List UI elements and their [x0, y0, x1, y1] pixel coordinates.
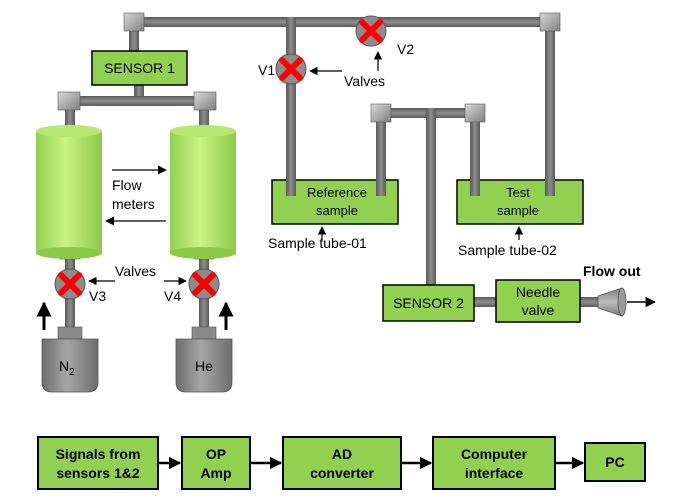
reference-sample: Reference sample Sample tube-01 — [268, 178, 399, 251]
tank-he: He — [175, 326, 233, 393]
pipe-nozzle — [580, 297, 600, 307]
sensor-1: SENSOR 1 — [91, 50, 188, 86]
sample-tube-02-label: Sample tube-02 — [458, 242, 557, 258]
pipe-cyl1-top — [65, 96, 75, 133]
signal-box-ci-line1: Computer — [461, 446, 528, 462]
signal-box-signals — [37, 436, 159, 490]
signal-box-pc-label: PC — [605, 454, 624, 470]
pipe-sensor2 — [426, 108, 436, 286]
sensor-1-box — [91, 50, 188, 86]
valve-v3-label: V3 — [89, 288, 106, 304]
reference-sample-line1: Reference — [307, 185, 367, 200]
pipe-needle — [472, 297, 497, 307]
flow-meter-right — [170, 125, 236, 259]
test-sample-line2: sample — [497, 203, 539, 218]
pipe-cyl2-top — [199, 96, 209, 133]
signal-box-computer-interface — [432, 436, 556, 490]
valves-annotation-bottom: Valves — [88, 263, 187, 286]
pipe-joints — [57, 12, 561, 260]
joint — [193, 91, 217, 111]
reference-sample-line2: sample — [316, 203, 358, 218]
valve-closed-icon — [58, 272, 82, 296]
pipe-sensor1-up — [129, 17, 139, 51]
valve-v4: V4 — [164, 268, 220, 304]
valves-label-top: Valves — [344, 73, 385, 89]
valve-v3: V3 — [54, 268, 106, 304]
tank-he-label: He — [195, 358, 213, 374]
joint — [464, 103, 486, 123]
flow-meters-annotation: Flow meters — [105, 165, 167, 226]
joint — [123, 12, 145, 32]
pipe-left-manifold — [62, 96, 210, 106]
tank-n2-label: N2 — [59, 358, 75, 378]
pipe-test-up — [470, 108, 480, 195]
signal-box-ad-line1: AD — [332, 446, 352, 462]
signal-box-pc — [584, 442, 646, 482]
valve-closed-icon — [359, 19, 383, 43]
sensor-2-label: SENSOR 2 — [393, 295, 464, 311]
valves-label-bottom: Valves — [115, 263, 156, 279]
valves-annotation-top: Valves — [309, 51, 385, 89]
pipe-top — [130, 17, 553, 27]
needle-valve-box — [495, 279, 581, 323]
pipe-sensor1-down — [134, 85, 144, 100]
flow-meter-left — [36, 125, 102, 259]
signal-box-ad-line2: converter — [310, 465, 374, 481]
valve-closed-icon — [192, 272, 216, 296]
signal-box-signals-line1: Signals from — [56, 446, 141, 462]
pipe-ref-up — [376, 108, 386, 195]
valve-v2: V2 — [355, 15, 414, 57]
signal-box-signals-line2: sensors 1&2 — [56, 465, 139, 481]
pipe-v1 — [286, 17, 296, 195]
sensor-2-box — [382, 284, 475, 322]
flow-out-label: Flow out — [583, 263, 641, 279]
signal-box-op-amp-line2: Amp — [200, 465, 231, 481]
sensor-1-label: SENSOR 1 — [104, 60, 175, 76]
sensor-2: SENSOR 2 — [382, 284, 475, 322]
pipe-right — [545, 17, 555, 195]
signal-box-op-amp — [181, 436, 251, 490]
signal-box-op-amp-line1: OP — [206, 446, 226, 462]
joint — [57, 91, 81, 111]
signal-box-ad-converter — [282, 436, 402, 490]
tank-n2: N2 — [41, 326, 99, 393]
joint — [370, 103, 392, 123]
joint — [539, 12, 561, 32]
needle-valve-line1: Needle — [516, 284, 561, 300]
valve-v4-label: V4 — [164, 288, 181, 304]
outlet-nozzle — [597, 287, 627, 317]
valve-v1: V1 — [258, 53, 307, 85]
valve-closed-icon — [279, 57, 303, 81]
needle-valve-line2: valve — [522, 302, 555, 318]
flow-meters-line2: meters — [112, 196, 155, 212]
needle-valve: Needle valve — [495, 279, 581, 323]
signal-chain: Signals from sensors 1&2 OP Amp AD conve… — [37, 436, 646, 490]
valve-v1-label: V1 — [258, 62, 275, 78]
flow-meters-line1: Flow — [112, 177, 142, 193]
sample-tube-01-label: Sample tube-01 — [268, 235, 367, 251]
test-sample-line1: Test — [506, 185, 530, 200]
signal-box-ci-line2: interface — [465, 465, 524, 481]
valve-v2-label: V2 — [397, 41, 414, 57]
test-sample: Test sample Sample tube-02 — [456, 178, 584, 258]
